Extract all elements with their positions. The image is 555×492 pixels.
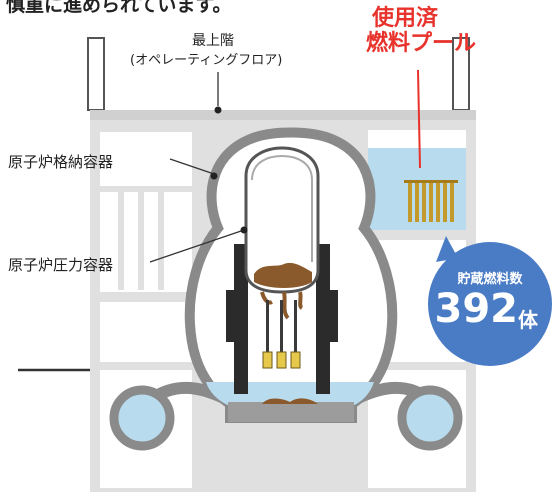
vessel-support-right xyxy=(316,244,330,394)
fuel-count-label: 貯蔵燃料数 xyxy=(457,272,523,287)
wall-detail xyxy=(138,190,144,290)
top-floor-leader-dot xyxy=(214,106,222,114)
containment-leader-dot xyxy=(210,172,218,180)
reactor-pedestal xyxy=(228,402,354,422)
top-floor-subtitle: (オペレーティングフロア) xyxy=(130,53,283,68)
suppression-chamber-right xyxy=(397,385,463,451)
wall-detail xyxy=(100,186,192,192)
pressure-vessel-leader-line xyxy=(149,229,245,263)
vessel-bracket-left xyxy=(226,290,238,342)
fuel-debris-bottom xyxy=(262,398,318,404)
top-floor-title: 最上階 xyxy=(192,33,234,49)
top-caption: 慎重に進められています。 xyxy=(6,0,232,16)
spent-fuel-pool-title-line1: 使用済 xyxy=(372,6,439,31)
wall-detail xyxy=(158,190,164,290)
fuel-count-badge xyxy=(428,236,552,366)
containment-vessel-label: 原子炉格納容器 xyxy=(8,153,114,171)
left-vent-stack xyxy=(87,37,105,111)
fuel-count-unit: 体 xyxy=(518,308,538,332)
control-rod-drives xyxy=(262,300,301,369)
left-mid-room xyxy=(100,302,192,362)
pressure-vessel-leader-dot xyxy=(240,226,248,234)
pool-leader-line xyxy=(417,69,421,169)
vessel-bracket-right xyxy=(326,290,338,342)
vessel-support-left xyxy=(234,244,248,394)
roof-slab xyxy=(90,110,476,120)
spent-fuel-pool-title-line2: 燃料プール xyxy=(366,31,477,56)
left-upper-room xyxy=(100,132,192,292)
suppression-chamber-left xyxy=(109,385,175,451)
pressure-vessel-label: 原子炉圧力容器 xyxy=(8,256,114,274)
wall-detail xyxy=(118,190,124,290)
fuel-debris-vessel xyxy=(254,262,312,288)
vessel-inner-wall xyxy=(251,154,313,262)
stored-fuel-assemblies xyxy=(404,180,458,222)
fuel-count-number: 392 xyxy=(434,286,519,332)
pressure-vessel xyxy=(244,146,320,294)
containment-leader-line xyxy=(169,158,215,175)
